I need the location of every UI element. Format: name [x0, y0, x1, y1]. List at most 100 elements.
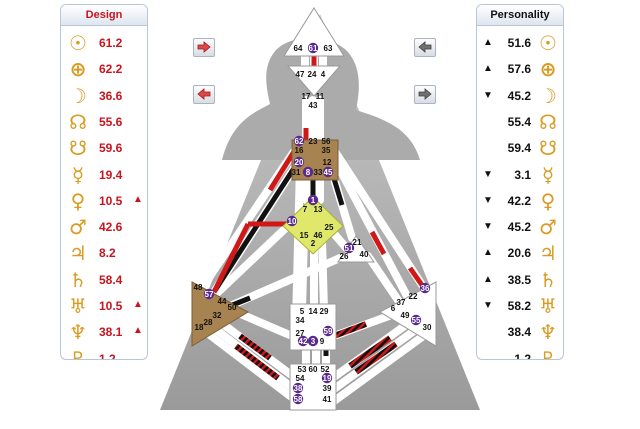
- gate-37-label[interactable]: 37: [397, 298, 406, 307]
- uranus-icon: ♅: [539, 294, 557, 318]
- design-row: ☉61.2: [61, 30, 147, 56]
- gate-9-label[interactable]: 9: [320, 337, 325, 346]
- gate-58-label[interactable]: 58: [294, 395, 303, 404]
- gate-42-label[interactable]: 42: [299, 337, 308, 346]
- gate-30-label[interactable]: 30: [423, 323, 432, 332]
- design-forward-button[interactable]: [193, 38, 215, 57]
- design-gate-value: 61.2: [99, 36, 123, 50]
- gate-32-label[interactable]: 32: [213, 311, 222, 320]
- gate-21-label[interactable]: 21: [353, 238, 362, 247]
- gate-55-label[interactable]: 55: [412, 316, 421, 325]
- saturn-icon: ♄: [539, 267, 557, 292]
- channel-35-36: [330, 146, 428, 292]
- personality-forward-button[interactable]: [414, 85, 436, 104]
- mars-icon: ♂: [69, 215, 87, 240]
- gate-57-label[interactable]: 57: [205, 290, 214, 299]
- jupiter-icon: ♃: [69, 241, 87, 266]
- mercury-icon: ☿: [541, 162, 555, 187]
- gate-56-label[interactable]: 56: [322, 137, 331, 146]
- pluto-icon: ♇: [539, 346, 557, 360]
- gate-4-label[interactable]: 4: [321, 70, 326, 79]
- gate-46-label[interactable]: 46: [314, 231, 323, 240]
- gate-27-label[interactable]: 27: [296, 329, 305, 338]
- gate-39-label[interactable]: 39: [323, 384, 332, 393]
- saturn-icon: ♄: [69, 267, 87, 292]
- gate-51-label[interactable]: 51: [345, 244, 354, 253]
- gate-1-label[interactable]: 1: [311, 196, 316, 205]
- gate-50-label[interactable]: 50: [228, 303, 237, 312]
- gate-61-label[interactable]: 61: [309, 44, 318, 53]
- design-row: ⊕62.2: [61, 56, 147, 82]
- gate-10-label[interactable]: 10: [288, 217, 297, 226]
- gate-11-label[interactable]: 11: [316, 92, 325, 101]
- gate-34-label[interactable]: 34: [296, 316, 305, 325]
- gate-29-label[interactable]: 29: [320, 307, 329, 316]
- gate-17-label[interactable]: 17: [302, 92, 311, 101]
- gate-41-label[interactable]: 41: [323, 395, 332, 404]
- gate-18-label[interactable]: 18: [195, 323, 204, 332]
- gate-52-label[interactable]: 52: [321, 365, 330, 374]
- active-gate-marker: [307, 42, 319, 54]
- personality-panel: Personality ☉51.6▲⊕57.6▲☽45.2▼☊55.4☋59.4…: [476, 4, 564, 360]
- gate-5-label[interactable]: 5: [300, 307, 305, 316]
- gate-6-label[interactable]: 6: [391, 304, 396, 313]
- gate-14-label[interactable]: 14: [309, 307, 318, 316]
- gate-8-label[interactable]: 8: [306, 168, 311, 177]
- gate-16-label[interactable]: 16: [295, 146, 304, 155]
- design-row: ♇1.2: [61, 346, 147, 360]
- gate-7-label[interactable]: 7: [303, 205, 308, 214]
- active-gate-marker: [322, 325, 334, 337]
- gate-26-label[interactable]: 26: [340, 252, 349, 261]
- gate-60-label[interactable]: 60: [309, 365, 318, 374]
- design-row: ☽36.6: [61, 83, 147, 109]
- gate-19-label[interactable]: 19: [323, 374, 332, 383]
- active-gate-marker: [307, 335, 319, 347]
- gate-12-label[interactable]: 12: [323, 158, 332, 167]
- active-gate-marker: [322, 166, 334, 178]
- gate-24-label[interactable]: 24: [308, 70, 317, 79]
- personality-row: ⊕57.6▲: [477, 56, 563, 82]
- direction-arrow-icon: ▲: [133, 299, 143, 310]
- gate-38-label[interactable]: 38: [294, 384, 303, 393]
- channel-28-38-hatch: [234, 343, 280, 381]
- gate-49-label[interactable]: 49: [401, 311, 410, 320]
- gate-13-label[interactable]: 13: [314, 205, 323, 214]
- arrow-right-icon: [418, 88, 432, 100]
- gate-63-label[interactable]: 63: [324, 44, 333, 53]
- direction-arrow-icon: ▲: [133, 193, 143, 205]
- design-back-button[interactable]: [193, 85, 215, 104]
- personality-back-button[interactable]: [414, 38, 436, 57]
- gate-48-label[interactable]: 48: [194, 283, 203, 292]
- personality-row: ☉51.6▲: [477, 30, 563, 56]
- gate-43-label[interactable]: 43: [309, 101, 318, 110]
- gate-23-label[interactable]: 23: [309, 137, 318, 146]
- gate-47-label[interactable]: 47: [296, 70, 305, 79]
- gate-15-label[interactable]: 15: [300, 231, 309, 240]
- gate-40-label[interactable]: 40: [360, 250, 369, 259]
- gate-64-label[interactable]: 64: [294, 44, 303, 53]
- gate-33-label[interactable]: 33: [314, 168, 323, 177]
- gate-54-label[interactable]: 54: [296, 374, 305, 383]
- gate-20-label[interactable]: 20: [295, 158, 304, 167]
- design-gate-value: 1.2: [99, 351, 116, 360]
- design-gate-value: 55.6: [99, 114, 123, 129]
- gate-2-label[interactable]: 2: [311, 239, 316, 248]
- gate-25-label[interactable]: 25: [325, 223, 334, 232]
- channel-10-57-segment: [211, 222, 251, 294]
- gate-35-label[interactable]: 35: [322, 146, 331, 155]
- channel-46-29: [318, 236, 328, 314]
- gate-36-label[interactable]: 36: [421, 284, 430, 293]
- personality-gate-value: 58.2: [507, 299, 531, 313]
- active-gate-marker: [321, 372, 333, 384]
- gate-62-label[interactable]: 62: [295, 137, 304, 146]
- gate-59-label[interactable]: 59: [324, 327, 333, 336]
- gate-53-label[interactable]: 53: [298, 365, 307, 374]
- gate-45-label[interactable]: 45: [324, 168, 333, 177]
- gate-44-label[interactable]: 44: [218, 297, 227, 306]
- gate-3-label[interactable]: 3: [311, 337, 316, 346]
- gate-31-label[interactable]: 31: [292, 168, 301, 177]
- gate-22-label[interactable]: 22: [409, 292, 418, 301]
- north-node-icon: ☊: [69, 109, 87, 134]
- gate-28-label[interactable]: 28: [204, 318, 213, 327]
- personality-gate-value: 38.5: [507, 272, 531, 287]
